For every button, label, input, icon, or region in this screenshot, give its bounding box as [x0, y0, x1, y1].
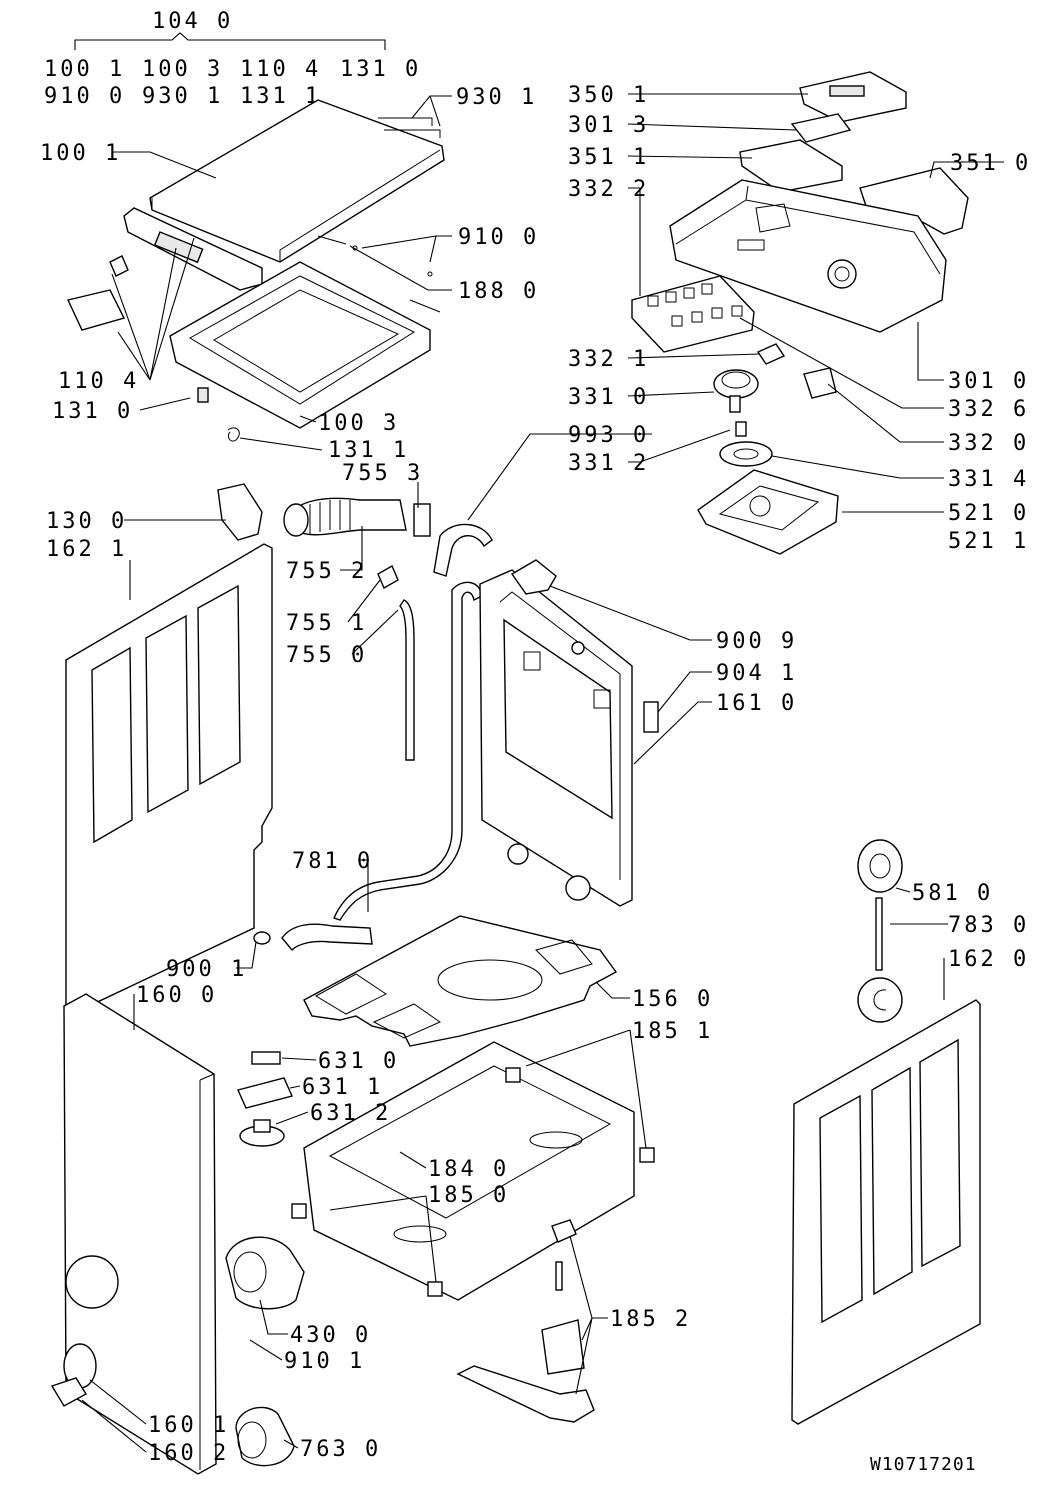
group-bracket: 104 0 100 1 100 3 110 4 131 0 910 0 930 …: [44, 9, 421, 109]
console-leaders: [627, 93, 1004, 513]
label-351-0: 351 0: [950, 151, 1031, 176]
label-763-0: 763 0: [300, 1437, 381, 1462]
label-100-3: 100 3: [318, 411, 399, 436]
group-row2-item-1: 910 0: [44, 84, 125, 109]
label-755-0: 755 0: [286, 643, 367, 668]
label-332-0: 332 0: [948, 431, 1029, 456]
label-185-0: 185 0: [428, 1183, 509, 1208]
label-350-1: 350 1: [568, 83, 649, 108]
group-row1-item-1: 100 1: [44, 57, 125, 82]
right-parts-drawing: [791, 839, 981, 1425]
label-581-0: 581 0: [912, 881, 993, 906]
label-521-0: 521 0: [948, 501, 1029, 526]
lid-assembly-drawing: [67, 99, 445, 442]
label-160-2: 160 2: [148, 1441, 229, 1466]
chassis-frame-drawing: [225, 1041, 655, 1467]
front-panel-drawing: [50, 993, 217, 1475]
label-332-6: 332 6: [948, 397, 1029, 422]
label-185-2: 185 2: [610, 1307, 691, 1332]
label-130-0: 130 0: [46, 509, 127, 534]
group-row1-item-2: 100 3: [142, 57, 223, 82]
label-783-0: 783 0: [948, 913, 1029, 938]
label-631-0: 631 0: [318, 1049, 399, 1074]
lower-leaders: [81, 433, 948, 1453]
label-430-0: 430 0: [290, 1323, 371, 1348]
label-930-1: 930 1: [456, 85, 537, 110]
label-160-1: 160 1: [148, 1413, 229, 1438]
console-assembly-drawing: [631, 71, 969, 555]
group-title: 104 0: [152, 9, 233, 34]
label-755-3: 755 3: [342, 461, 423, 486]
left-side-panel-drawing: [65, 543, 273, 1015]
label-331-2: 331 2: [568, 451, 649, 476]
label-110-4: 110 4: [58, 369, 139, 394]
label-301-3: 301 3: [568, 113, 649, 138]
rear-panel-drawing: [479, 559, 659, 907]
label-351-1: 351 1: [568, 145, 649, 170]
label-160-0: 160 0: [136, 983, 217, 1008]
label-910-1: 910 1: [284, 1349, 365, 1374]
label-131-1: 131 1: [328, 438, 409, 463]
label-332-2: 332 2: [568, 177, 649, 202]
label-161-0: 161 0: [716, 691, 797, 716]
label-332-1: 332 1: [568, 347, 649, 372]
label-521-1: 521 1: [948, 529, 1029, 554]
label-331-4: 331 4: [948, 467, 1029, 492]
label-755-2: 755 2: [286, 559, 367, 584]
label-184-0: 184 0: [428, 1157, 509, 1182]
label-301-0: 301 0: [948, 369, 1029, 394]
label-781-0: 781 0: [292, 849, 373, 874]
label-185-1: 185 1: [632, 1019, 713, 1044]
label-331-0: 331 0: [568, 385, 649, 410]
hoses-drawing: [217, 483, 493, 952]
lid-leaders: [111, 95, 452, 451]
group-row2-item-3: 131 1: [240, 84, 321, 109]
label-631-1: 631 1: [302, 1075, 383, 1100]
label-993-0: 993 0: [568, 423, 649, 448]
label-910-0: 910 0: [458, 225, 539, 250]
label-156-0: 156 0: [632, 987, 713, 1012]
group-row1-item-3: 110 4: [240, 57, 321, 82]
label-100-1: 100 1: [40, 141, 121, 166]
label-900-1: 900 1: [166, 957, 247, 982]
label-904-1: 904 1: [716, 661, 797, 686]
group-row1-item-4: 131 0: [340, 57, 421, 82]
group-row2-item-2: 930 1: [142, 84, 223, 109]
label-631-2: 631 2: [310, 1101, 391, 1126]
label-755-1: 755 1: [286, 611, 367, 636]
label-162-1: 162 1: [46, 537, 127, 562]
label-900-9: 900 9: [716, 629, 797, 654]
label-188-0: 188 0: [458, 279, 539, 304]
label-131-0: 131 0: [52, 399, 133, 424]
drawing-reference: W10717201: [870, 1454, 977, 1475]
tub-base-drawing: [303, 915, 618, 1047]
label-162-0: 162 0: [948, 947, 1029, 972]
